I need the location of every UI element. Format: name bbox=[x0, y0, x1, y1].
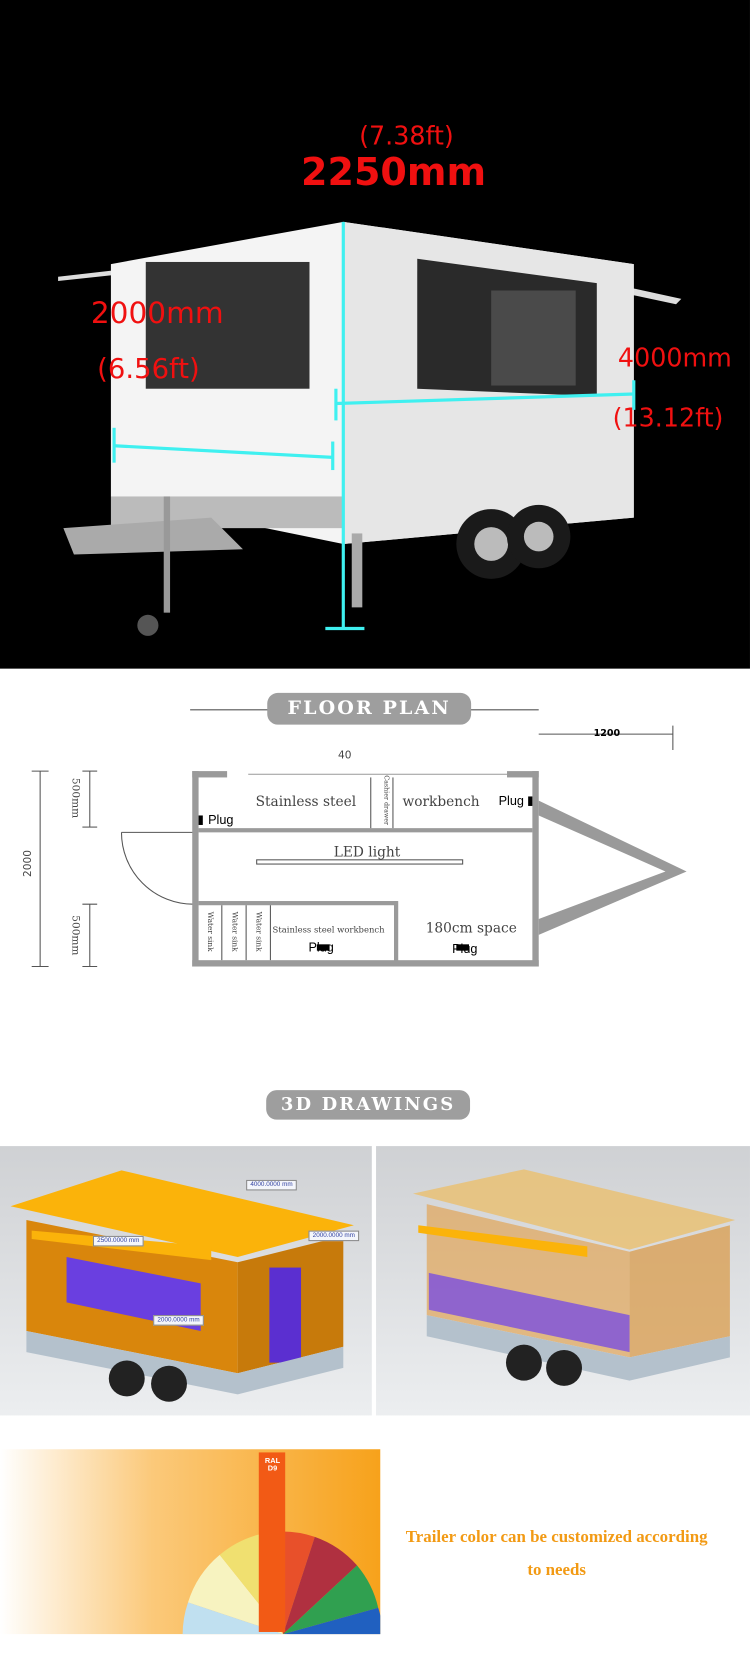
trailer-illustration bbox=[58, 221, 682, 636]
length-mm-label: 4000mm bbox=[617, 343, 732, 373]
floor-plan-drawing bbox=[31, 709, 687, 968]
3d-drawing-opaque: 4000.0000 mm 2500.0000 mm 2000.0000 mm 2… bbox=[0, 1146, 372, 1416]
color-swatch-fan: RAL D9 bbox=[0, 1449, 381, 1635]
length-ft-label: (13.12ft) bbox=[612, 403, 724, 434]
upper-depth-dim: 500mm bbox=[69, 777, 81, 819]
slogan-line-1: Trailer color can be customized accordin… bbox=[405, 1528, 708, 1547]
dimension-tag: 2000.0000 mm bbox=[308, 1230, 360, 1242]
water-sink-label: Water sink bbox=[230, 911, 239, 952]
dimension-tag: 2000.0000 mm bbox=[153, 1315, 204, 1326]
plug-label: Plug bbox=[498, 793, 524, 809]
width-mm-label: 2000mm bbox=[90, 295, 224, 331]
cashier-drawer-label: Cashier drawer bbox=[382, 775, 390, 826]
plug-label: Plug bbox=[208, 812, 234, 828]
hitch-dimension: 1200 bbox=[593, 728, 621, 740]
height-ft-label: (7.38ft) bbox=[359, 121, 454, 152]
customization-slogan: Trailer color can be customized accordin… bbox=[382, 1521, 731, 1586]
3d-drawings-title: 3D DRAWINGS bbox=[266, 1090, 471, 1120]
top-dimension: 40 bbox=[338, 749, 352, 762]
led-light-label: LED light bbox=[333, 845, 401, 861]
height-mm-label: 2250mm bbox=[301, 151, 487, 195]
width-ft-label: (6.56ft) bbox=[97, 353, 200, 386]
floor-plan-title: FLOOR PLAN bbox=[267, 692, 472, 725]
dimension-tag: 2500.0000 mm bbox=[92, 1235, 144, 1247]
trailer-photo: (7.38ft) 2250mm 2000mm (6.56ft) 4000mm (… bbox=[0, 0, 750, 669]
workbench-left-label: Stainless steel bbox=[255, 794, 357, 811]
water-sink-label: Water sink bbox=[205, 911, 215, 952]
overall-width-dim: 2000 bbox=[22, 850, 35, 877]
swatch-brand-logo: RAL D9 bbox=[264, 1457, 281, 1473]
slogan-line-2: to needs bbox=[527, 1561, 587, 1580]
workbench-right-label: workbench bbox=[402, 794, 480, 811]
space-label: 180cm space bbox=[425, 921, 517, 937]
water-sink-label: Water sink bbox=[254, 911, 263, 952]
lower-workbench-label: Stainless steel workbench bbox=[272, 925, 385, 935]
3d-drawing-transparent bbox=[376, 1146, 750, 1416]
dimension-tag: 4000.0000 mm bbox=[246, 1179, 297, 1191]
lower-depth-dim: 500mm bbox=[69, 915, 81, 956]
plug-label: Plug bbox=[452, 941, 478, 956]
plug-label: Plug bbox=[308, 940, 334, 955]
